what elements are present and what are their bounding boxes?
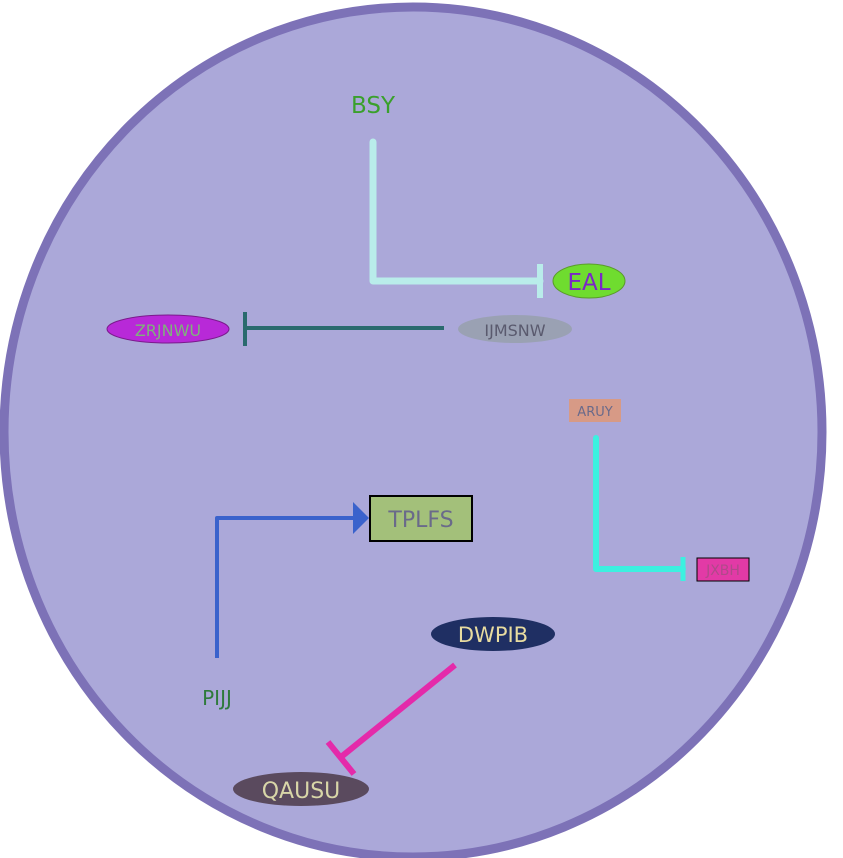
- cell-membrane: [0, 2, 827, 858]
- edge-ijmsnw-zrjnwu: [243, 312, 444, 346]
- node-bsy-label: BSY: [351, 93, 396, 119]
- node-jxbh-label: JXBH: [705, 563, 740, 579]
- node-jxbh: JXBH: [696, 557, 750, 582]
- node-qausu: QAUSU: [233, 772, 369, 806]
- edge-pijj-tplfs: [215, 502, 369, 658]
- node-eal-label: EAL: [567, 270, 610, 296]
- node-dwpib-label: DWPIB: [458, 623, 528, 647]
- node-aruy: ARUY: [569, 399, 621, 422]
- edge-aruy-jxbh: [593, 435, 686, 581]
- node-zrjnwu: ZRJNWU: [106, 314, 230, 344]
- node-pijj-label: PIJJ: [202, 686, 232, 710]
- node-ijmsnw: IJMSNW: [458, 315, 572, 343]
- node-pijj: PIJJ: [202, 686, 232, 710]
- node-ijmsnw-label: IJMSNW: [484, 321, 545, 340]
- node-aruy-label: ARUY: [577, 405, 612, 420]
- node-tplfs-label: TPLFS: [387, 508, 453, 533]
- edge-dwpib-qausu: [325, 662, 457, 776]
- node-eal: EAL: [552, 263, 626, 299]
- node-bsy: BSY: [351, 93, 396, 119]
- node-tplfs: TPLFS: [369, 495, 473, 542]
- node-dwpib: DWPIB: [431, 617, 555, 651]
- node-qausu-label: QAUSU: [262, 779, 341, 804]
- edge-bsy-eal: [369, 138, 544, 298]
- node-zrjnwu-label: ZRJNWU: [135, 321, 201, 340]
